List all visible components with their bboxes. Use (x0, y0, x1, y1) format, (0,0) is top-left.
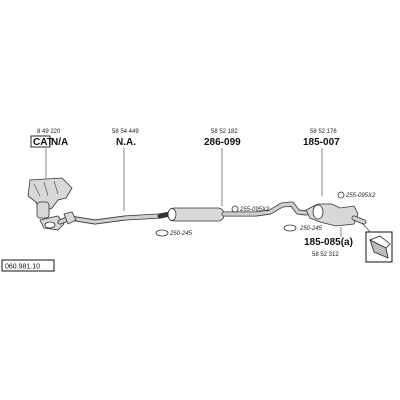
clamp-c3: 255-095X2 (337, 191, 376, 199)
manifold-runners (33, 180, 59, 197)
flex-joint (63, 211, 77, 225)
part-callout-front-pipe: 58 54 449 N.A. (112, 129, 139, 211)
tailpipe-tip-edge (369, 235, 391, 249)
part-label: 286-099 (204, 137, 241, 148)
part-label-b: N/A (51, 137, 68, 148)
variant-code: 58 52 312 (312, 252, 339, 258)
silencer-end-cap (167, 208, 177, 221)
tailpipe-detail-inset (361, 222, 393, 263)
variant-callout: 185-085(a) 58 52 312 (304, 227, 353, 258)
part-callout-middle-silencer: 58 52 182 286-099 (204, 129, 241, 206)
clamp-icon (337, 191, 345, 199)
manifold-catalyst-drawing (27, 177, 73, 231)
clamp-c1: 255-095X2 (231, 205, 270, 213)
part-code: 58 52 176 (310, 129, 337, 135)
gasket-icon (155, 229, 169, 237)
part-callout-catalyst: 8 49 220 CAT N/A (30, 129, 68, 178)
clamp-c4: 250-245 (283, 224, 323, 232)
reference-number: 060.981.10 (5, 264, 40, 271)
part-code: 8 49 220 (37, 129, 61, 135)
gasket-icon (283, 224, 297, 232)
reference-number-box: 060.981.10 (1, 259, 55, 272)
clamp-c2: 250-245 (155, 229, 193, 237)
part-code: 58 52 182 (211, 129, 238, 135)
part-label: N.A. (116, 137, 136, 148)
part-label: 185-007 (303, 137, 340, 148)
mid-pipe-fill (222, 202, 308, 216)
catalyst-can (36, 201, 50, 219)
variant-label: 185-085(a) (304, 237, 353, 248)
outlet-flange (44, 221, 56, 229)
tailpipe-tip (369, 239, 389, 259)
clamp-icon (231, 205, 239, 213)
clamp-code: 255-095X2 (345, 193, 376, 199)
clamp-code: 255-095X2 (239, 207, 270, 213)
middle-silencer-drawing (157, 201, 309, 222)
rear-silencer-cap (312, 204, 324, 220)
front-pipe-drawing (57, 211, 163, 225)
part-code: 58 54 449 (112, 129, 139, 135)
part-callout-rear-silencer: 58 52 176 185-007 (303, 129, 340, 196)
reference-frame (1, 259, 55, 272)
tailpipe-fill (352, 216, 366, 224)
clamp-code: 250-245 (299, 226, 323, 232)
part-label-a: CAT (33, 137, 53, 148)
cat-label-box (30, 135, 51, 148)
manifold-body (27, 177, 73, 213)
clamp-code: 250-245 (169, 231, 193, 237)
rear-silencer-drawing (305, 203, 367, 227)
